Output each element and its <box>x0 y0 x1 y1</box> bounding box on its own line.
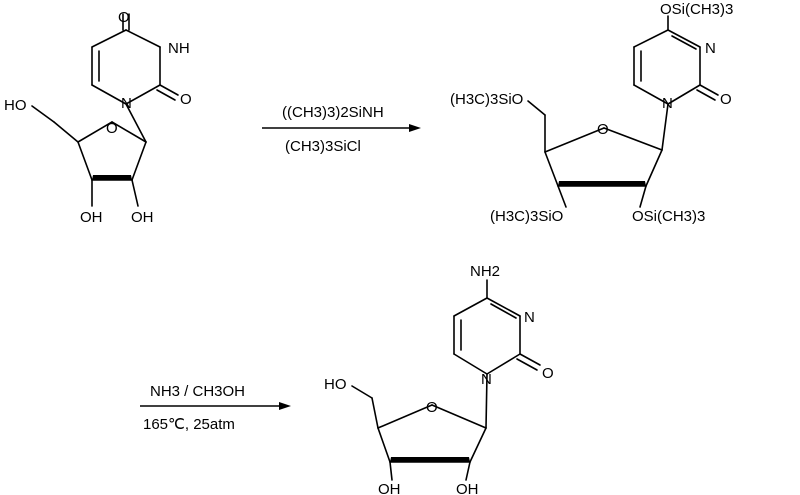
silylated-o4-tms: OSi(CH3)3 <box>660 1 733 18</box>
uridine-5-hydroxyl: HO <box>4 97 27 114</box>
silylated-n1: N <box>662 95 673 112</box>
uridine-o2: O <box>180 91 192 108</box>
silylated-ring-o: O <box>597 121 609 138</box>
reaction-arrow-2: NH3 / CH3OH 165℃, 25atm <box>140 383 291 433</box>
cytidine-3-hydroxyl: OH <box>378 481 401 495</box>
reaction-arrow-1: ((CH3)3)2SiNH (CH3)3SiCl <box>262 104 421 155</box>
step2-reagent-top: NH3 / CH3OH <box>150 383 245 400</box>
cytidine-2-hydroxyl: OH <box>456 481 479 495</box>
silylated-2-tms-ether: OSi(CH3)3 <box>632 208 705 225</box>
uridine-nh: NH <box>168 40 190 57</box>
cytidine-5-hydroxyl: HO <box>324 376 347 393</box>
silylated-o2: O <box>720 91 732 108</box>
step1-reagent-bottom: (CH3)3SiCl <box>285 138 361 155</box>
silylated-intermediate-structure: OSi(CH3)3 N O N O (H3C)3SiO (H3C)3SiO OS… <box>450 1 733 225</box>
uridine-o4: O <box>118 9 130 26</box>
cytidine-n3: N <box>524 309 535 326</box>
silylated-n3: N <box>705 40 716 57</box>
uridine-n1: N <box>121 95 132 112</box>
uridine-2-hydroxyl: OH <box>131 209 154 226</box>
step1-reagent-top: ((CH3)3)2SiNH <box>282 104 384 121</box>
cytidine-ring-o: O <box>426 399 438 416</box>
step2-reagent-bottom: 165℃, 25atm <box>143 416 235 433</box>
cytidine-structure: NH2 N O N O HO OH OH <box>324 263 554 495</box>
uridine-structure: O NH O N O HO OH OH <box>4 9 192 226</box>
cytidine-o2: O <box>542 365 554 382</box>
uridine-3-hydroxyl: OH <box>80 209 103 226</box>
cytidine-n1: N <box>481 371 492 388</box>
uridine-ring-o: O <box>106 120 118 137</box>
cytidine-amino: NH2 <box>470 263 500 280</box>
silylated-3-tms-ether: (H3C)3SiO <box>490 208 563 225</box>
silylated-5-tms-ether: (H3C)3SiO <box>450 91 523 108</box>
